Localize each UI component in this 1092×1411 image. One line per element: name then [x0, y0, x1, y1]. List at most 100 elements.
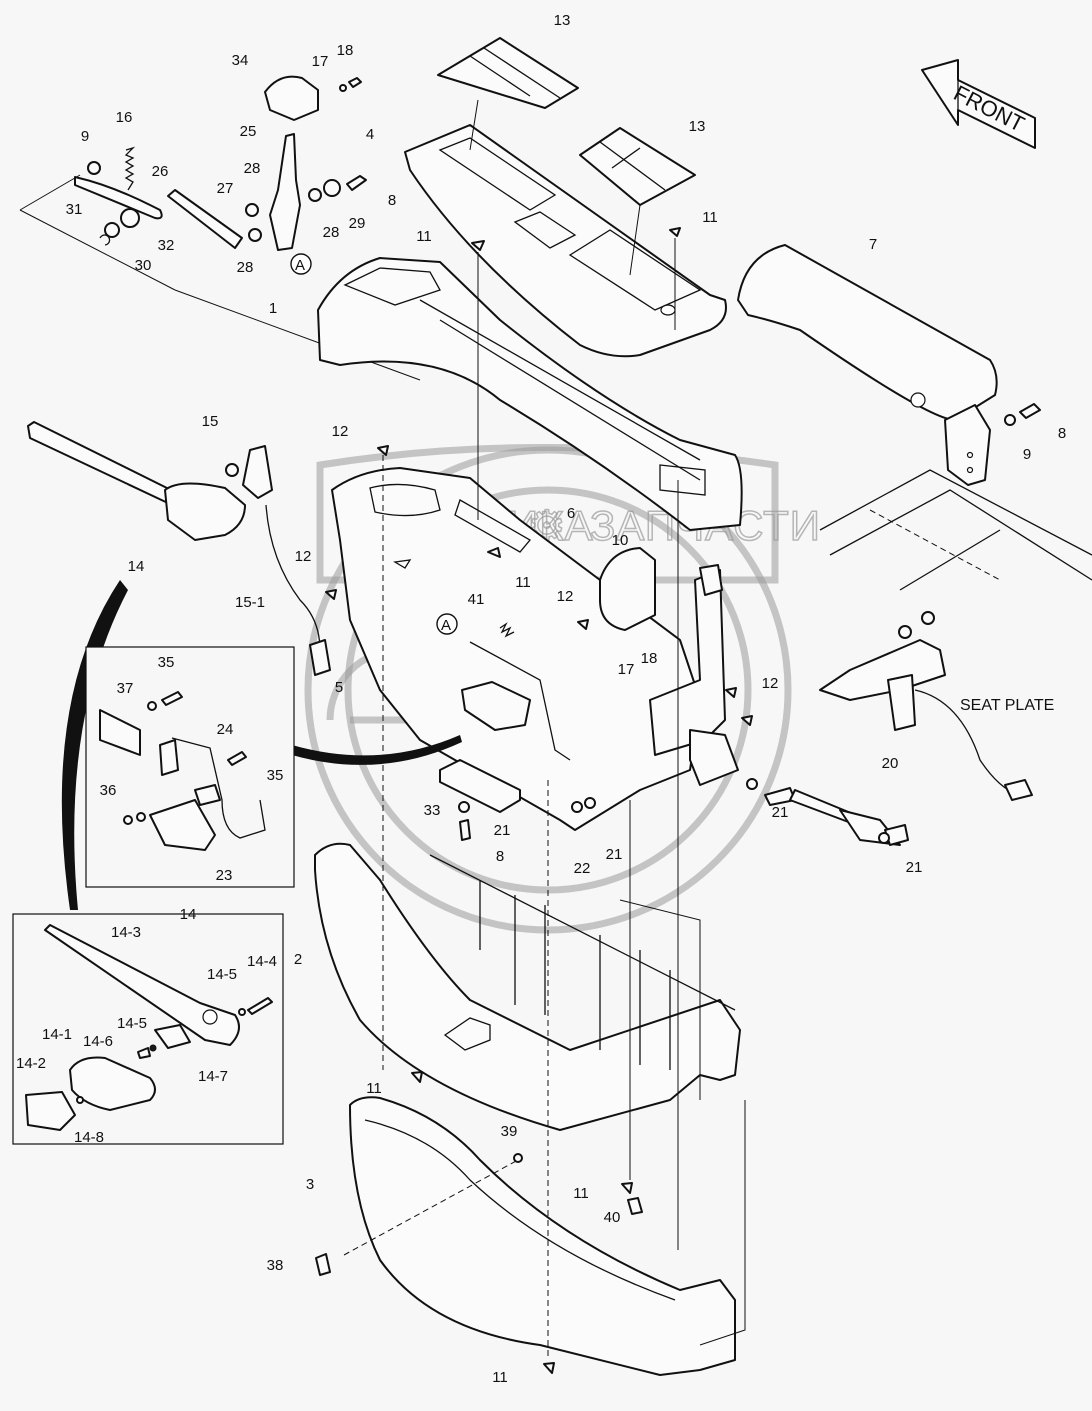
part-16-spring — [124, 146, 136, 191]
inset-latch-detail — [85, 646, 295, 888]
part-33-plate — [439, 759, 521, 813]
callout-1: 1 — [269, 300, 277, 317]
callout-5: 5 — [335, 679, 343, 696]
part-26-lever — [74, 176, 163, 220]
screw-11-set — [411, 227, 681, 1374]
callout-4: 4 — [366, 126, 374, 143]
part-14-3-lever-arm — [44, 924, 240, 1046]
callout-32: 32 — [158, 237, 175, 254]
part-40-fastener — [627, 1197, 643, 1215]
part-14-6-screw — [137, 1047, 151, 1059]
part-7-armrest — [737, 244, 998, 486]
part-14-4-screw — [247, 997, 273, 1015]
callout-14-2: 14-2 — [16, 1055, 46, 1072]
callout-12: 12 — [762, 675, 779, 692]
callout-11: 11 — [366, 1080, 382, 1097]
part-23-sweep-indicator — [292, 735, 462, 765]
callout-35: 35 — [267, 767, 284, 784]
part-41-spring — [499, 622, 515, 638]
part-23-latch-main — [461, 681, 531, 731]
ref-marker-a-main-label: A — [441, 617, 451, 634]
callout-28: 28 — [323, 224, 340, 241]
callout-34: 34 — [232, 52, 249, 69]
callout-2: 2 — [294, 951, 302, 968]
callout-14-5: 14-5 — [207, 966, 237, 983]
part-31-clip — [99, 234, 111, 246]
callout-12: 12 — [332, 423, 349, 440]
callout-14: 14 — [180, 906, 197, 923]
front-arrow-icon: FRONT — [921, 59, 1036, 149]
callout-11: 11 — [492, 1369, 508, 1386]
part-21-washer-b — [584, 797, 596, 809]
seat-plate-area — [819, 469, 1092, 801]
part-25-lever — [269, 133, 301, 251]
part-14-7-plate — [154, 1024, 191, 1049]
part-8-bolt-a — [346, 175, 367, 191]
part-14-2-grip-cap — [25, 1091, 76, 1131]
part-9-washer — [87, 161, 101, 175]
part-10-handle — [599, 547, 656, 631]
part-9-washer-b — [1004, 414, 1016, 426]
callout-17: 17 — [312, 53, 329, 70]
callout-14-7: 14-7 — [198, 1068, 228, 1085]
callout-24: 24 — [217, 721, 234, 738]
part-21-washer-a — [458, 801, 470, 813]
part-30-washer — [104, 222, 120, 238]
part-18-screw-a — [348, 77, 362, 88]
callout-21: 21 — [494, 822, 511, 839]
callout-41: 41 — [468, 591, 485, 608]
part-14-8-nut — [76, 1096, 84, 1104]
callout-9: 9 — [1023, 446, 1031, 463]
part-4-top-cover — [404, 124, 727, 358]
callout-12: 12 — [295, 548, 312, 565]
part-21-washer-d — [878, 832, 890, 844]
callout-37: 37 — [117, 680, 134, 697]
ref-marker-a-top-label: A — [295, 257, 305, 274]
callout-14-8: 14-8 — [74, 1129, 104, 1146]
callout-21: 21 — [772, 804, 789, 821]
part-15-1-connector — [309, 639, 331, 676]
callout-33: 33 — [424, 802, 441, 819]
callout-14-1: 14-1 — [42, 1026, 72, 1043]
callout-25: 25 — [240, 123, 257, 140]
part-13-switch-blank-b — [579, 127, 696, 206]
callout-40: 40 — [604, 1209, 621, 1226]
callout-13: 13 — [554, 12, 571, 29]
part-15-switch — [242, 445, 273, 499]
callout-13: 13 — [689, 118, 706, 135]
part-24-cable-main — [469, 641, 571, 761]
part-15-switch-knob — [225, 463, 239, 477]
callout-9: 9 — [81, 128, 89, 145]
part-14-5-washer-a — [238, 1008, 246, 1016]
part-28-washer-b — [248, 228, 262, 242]
callout-14-6: 14-6 — [83, 1033, 113, 1050]
part-28-washer-c — [308, 188, 322, 202]
callout-21: 21 — [606, 846, 623, 863]
part-14-1-grip-housing — [69, 1056, 156, 1111]
assembly-guide-lines — [382, 238, 746, 1360]
callout-28: 28 — [237, 259, 254, 276]
callout-15-1: 15-1 — [235, 594, 265, 611]
part-27-link — [167, 189, 243, 249]
part-17-washer-a — [339, 84, 347, 92]
ref-marker-a-main — [436, 613, 458, 635]
part-3-side-panel — [349, 1096, 736, 1376]
callout-22: 22 — [574, 860, 591, 877]
part-8-bolt-b — [1019, 403, 1041, 419]
part-20-gas-spring — [764, 787, 909, 846]
part-29-washer — [323, 179, 341, 197]
callout-28: 28 — [244, 160, 261, 177]
part-22-nut — [571, 801, 583, 813]
linkage-assembly: A — [19, 75, 421, 381]
callout-16: 16 — [116, 109, 133, 126]
callout-18: 18 — [641, 650, 658, 667]
callout-6: 6 — [567, 505, 575, 522]
part-38-clip — [315, 1253, 331, 1276]
callout-14-3: 14-3 — [111, 924, 141, 941]
callout-23: 23 — [216, 867, 233, 884]
inset-lever-detail — [12, 913, 284, 1145]
callout-14-4: 14-4 — [247, 953, 277, 970]
callout-29: 29 — [349, 215, 366, 232]
